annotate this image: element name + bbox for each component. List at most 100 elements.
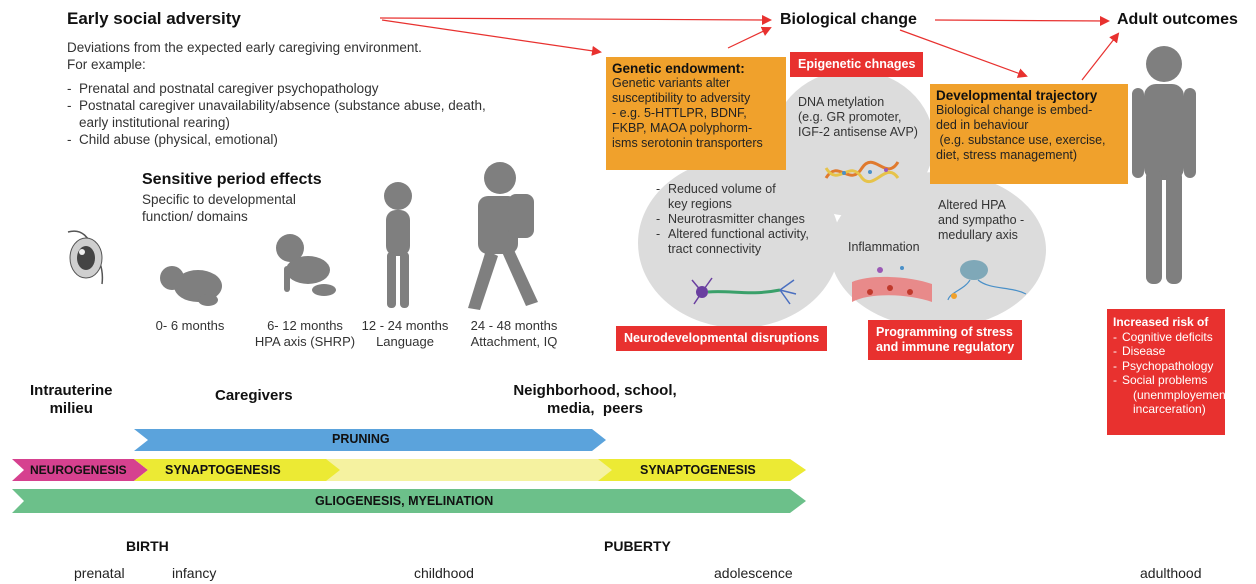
adolescence-label: adolescence <box>714 565 793 581</box>
epigenetic-text: DNA metylation (e.g. GR promoter, IGF-2 … <box>798 95 918 140</box>
epigenetic-text-line: IGF-2 antisense AVP) <box>798 125 918 139</box>
age-value: 24 - 48 months <box>470 318 558 333</box>
birth-label: BIRTH <box>126 538 169 554</box>
adulthood-label: adulthood <box>1140 565 1202 581</box>
genetic-text-line: FKBP, MAOA polyphorm- <box>612 121 753 135</box>
neuro-list: -Reduced volume of key regions -Neurotra… <box>656 182 836 257</box>
brain-axis-icon <box>947 260 1027 301</box>
programming-stress-line: Programming of stress <box>876 325 1013 339</box>
genetic-text-line: - e.g. 5-HTTLPR, BDNF, <box>612 106 747 120</box>
adversity-description: Deviations from the expected early careg… <box>67 39 507 73</box>
neuro-item: key regions <box>668 197 732 211</box>
risk-extra: (unenmployement, <box>1133 387 1233 402</box>
dna-icon <box>824 160 900 184</box>
neurogenesis-label: NEUROGENESIS <box>30 463 127 477</box>
arrow-trajectory-to-outcomes <box>1081 32 1120 81</box>
adult-silhouette-icon <box>1132 46 1196 284</box>
neuro-item: -Neurotrasmitter changes <box>656 212 805 226</box>
developmental-text-line: ded in behaviour <box>936 118 1029 132</box>
blood-vessel-icon <box>852 266 932 302</box>
programming-stress-label: Programming of stress and immune regulat… <box>868 320 1023 360</box>
newborn-icon <box>160 266 222 306</box>
neurodevelopmental-label: Neurodevelopmental disruptions <box>616 326 828 351</box>
risk-title: Increased risk of <box>1113 315 1209 329</box>
sensitive-subtitle-line: function/ domains <box>142 209 248 224</box>
neuro-item: -Altered functional activity, <box>656 227 809 241</box>
hpa-text-line: medullary axis <box>938 228 1018 242</box>
neighborhood-line: Neighborhood, school, <box>513 382 677 399</box>
age-label-1: 6- 12 months HPA axis (SHRP) <box>250 318 360 350</box>
pruning-label: PRUNING <box>332 432 390 446</box>
gliogenesis-label: GLIOGENESIS, MYELINATION <box>315 494 494 508</box>
synaptogenesis-label-1: SYNAPTOGENESIS <box>165 463 281 477</box>
age-domain: Attachment, IQ <box>470 334 558 349</box>
arrow-genetic-to-biological <box>727 26 772 49</box>
intrauterine-line: Intrauterine <box>30 382 113 399</box>
risk-extra: incarceration) <box>1133 402 1206 416</box>
epigenetic-text-line: (e.g. GR promoter, <box>798 110 902 124</box>
hpa-text-line: Altered HPA <box>938 198 1006 212</box>
inflammation-label: Inflammation <box>848 240 920 254</box>
synaptogenesis-bar-1 <box>134 459 340 481</box>
adversity-item: early institutional rearing) <box>79 115 230 130</box>
arrow-biological-to-outcomes <box>934 15 1110 26</box>
sensitive-period-title: Sensitive period effects <box>142 171 322 188</box>
genetic-text-line: isms serotonin transporters <box>612 136 763 150</box>
age-value: 12 - 24 months <box>361 318 449 333</box>
programming-stress-line: and immune regulatory <box>876 340 1015 354</box>
pruning-bar <box>134 429 606 451</box>
arrow-adversity-to-biological <box>379 14 772 25</box>
epigenetic-label: Epigenetic chnages <box>790 52 924 77</box>
neuron-icon <box>691 277 797 305</box>
prenatal-label: prenatal <box>74 565 125 581</box>
intrauterine-line: milieu <box>49 400 93 417</box>
arrow-adversity-to-genetic <box>381 19 602 56</box>
risk-item: -Cognitive deficits <box>1113 329 1213 344</box>
adversity-list: -Prenatal and postnatal caregiver psycho… <box>67 80 547 148</box>
crawling-baby-icon <box>276 234 336 296</box>
risk-item: -Disease <box>1113 344 1166 358</box>
biological-change-title: Biological change <box>780 11 917 28</box>
developmental-text-line: (e.g. substance use, exercise, <box>936 133 1106 147</box>
age-label-3: 24 - 48 months Attachment, IQ <box>458 318 570 350</box>
hpa-text-line: and sympatho - <box>938 213 1025 227</box>
risk-box: Increased risk of -Cognitive deficits -D… <box>1107 309 1233 435</box>
risk-item: -Psychopathology <box>1113 358 1214 373</box>
risk-item: -Social problems <box>1113 373 1208 387</box>
genetic-endowment-title: Genetic endowment: <box>612 61 745 76</box>
epigenetic-text-line: DNA metylation <box>798 95 885 109</box>
age-label-2: 12 - 24 months Language <box>350 318 460 350</box>
fetus-icon <box>67 230 104 285</box>
sensitive-period-subtitle: Specific to developmental function/ doma… <box>142 191 296 225</box>
synaptogenesis-label-2: SYNAPTOGENESIS <box>640 463 756 477</box>
developmental-text-line: Biological change is embed- <box>936 103 1093 117</box>
neighborhood-line: media, peers <box>547 400 643 417</box>
sensitive-subtitle-line: Specific to developmental <box>142 192 296 207</box>
intrauterine-label: Intrauterine milieu <box>30 382 113 418</box>
age-value: 6- 12 months <box>267 318 343 333</box>
developmental-trajectory-box: Developmental trajectory Biological chan… <box>930 84 1128 184</box>
age-value: 0- 6 months <box>155 318 225 333</box>
neuro-item: -Reduced volume of <box>656 182 776 196</box>
neighborhood-label: Neighborhood, school, media, peers <box>500 382 690 418</box>
genetic-text-line: Genetic variants alter <box>612 76 731 90</box>
puberty-label: PUBERTY <box>604 538 671 554</box>
arrow-biological-to-trajectory <box>899 29 1028 78</box>
infancy-label: infancy <box>172 565 217 581</box>
adversity-title: Early social adversity <box>67 9 241 28</box>
hpa-text: Altered HPA and sympatho - medullary axi… <box>938 198 1024 243</box>
genetic-endowment-box: Genetic endowment: Genetic variants alte… <box>606 57 786 170</box>
child-backpack-icon <box>468 162 538 310</box>
neurogenesis-bar <box>12 459 148 481</box>
adult-outcomes-title: Adult outcomes <box>1117 11 1238 28</box>
stress-circle <box>830 172 1046 328</box>
age-domain: Language <box>376 334 434 349</box>
neuro-item: tract connectivity <box>668 242 762 256</box>
adversity-item: -Prenatal and postnatal caregiver psycho… <box>67 81 379 96</box>
adversity-description-line: Deviations from the expected early careg… <box>67 40 422 55</box>
toddler-icon <box>384 182 412 308</box>
genetic-text-line: susceptibility to adversity <box>612 91 751 105</box>
age-domain: HPA axis (SHRP) <box>254 334 356 349</box>
